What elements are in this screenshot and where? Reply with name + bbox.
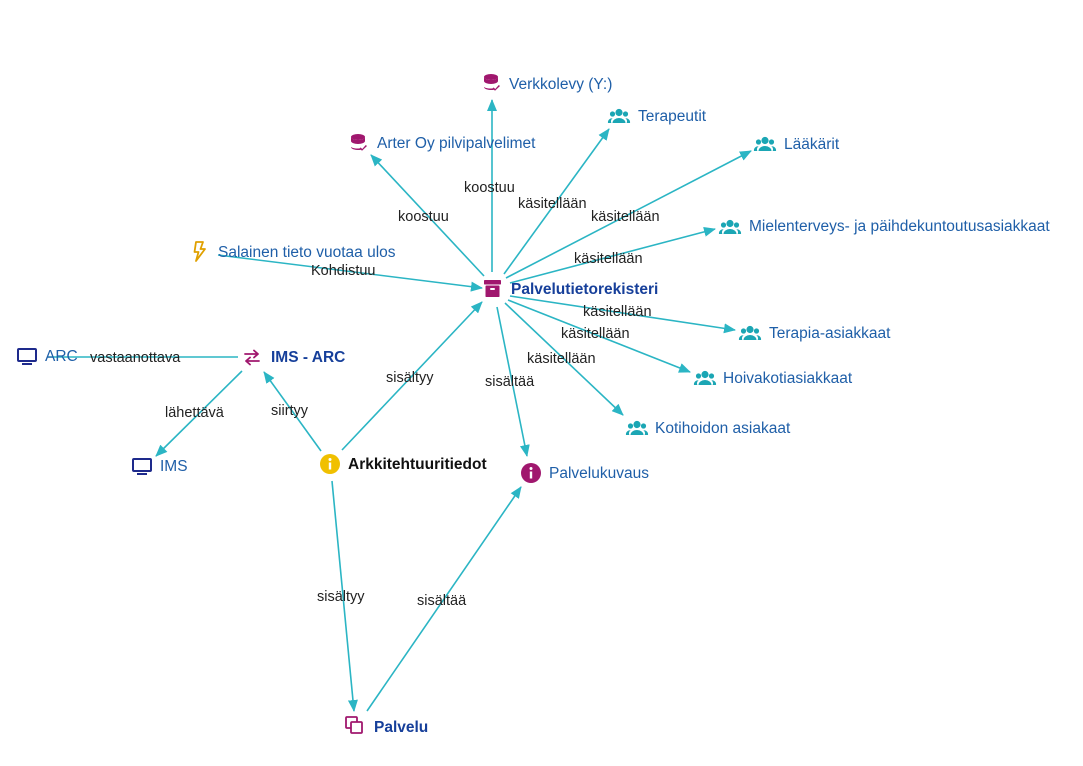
edge-imsarc-arc[interactable]: vastaanottava [47, 350, 238, 366]
database-icon [484, 74, 500, 91]
edge-label-sisaltyy: sisältyy [386, 370, 434, 386]
edge-label-siirtyy: siirtyy [271, 403, 309, 419]
node-label: Arkkitehtuuritiedot [348, 456, 487, 473]
node-terapeutit[interactable]: Terapeutit [607, 108, 707, 125]
edge-palvelutietorekisteri-arter[interactable]: koostuu [370, 154, 485, 277]
nodes-layer: Verkkolevy (Y:) Arter Oy pilvipalvelimet… [17, 74, 1050, 736]
edge-label-kohdistuu: Kohdistuu [311, 263, 376, 279]
node-label: ARC [45, 348, 78, 365]
lightning-icon [193, 241, 206, 262]
node-salainen[interactable]: Salainen tieto vuotaa ulos [193, 241, 396, 262]
node-terapia[interactable]: Terapia-asiakkaat [738, 325, 891, 342]
node-arc[interactable]: ARC [17, 348, 78, 365]
people-icon [753, 136, 777, 151]
node-label: Terapeutit [638, 108, 707, 125]
edge-label-sisaltaa: sisältää [417, 593, 467, 609]
node-label: Verkkolevy (Y:) [509, 76, 612, 93]
edge-arkkitehtuuritiedot-palvelu[interactable]: sisältyy [317, 480, 365, 712]
node-imsarc[interactable]: IMS - ARC [244, 349, 345, 366]
edges-layer: koostuu koostuu käsitellään käsitellään … [47, 99, 752, 712]
edge-label-sisaltaa: sisältää [485, 374, 535, 390]
edge-palvelutietorekisteri-terapeutit[interactable]: käsitellään [503, 128, 610, 275]
edge-palvelutietorekisteri-laakarit[interactable]: käsitellään [505, 150, 752, 279]
edge-label-vastaanottava: vastaanottava [90, 350, 181, 366]
edge-label-kasitellaan: käsitellään [591, 209, 660, 225]
edge-palvelutietorekisteri-kotihoito[interactable]: käsitellään [504, 302, 624, 416]
node-arter[interactable]: Arter Oy pilvipalvelimet [351, 134, 536, 152]
node-label: Palvelu [374, 719, 428, 736]
edge-label-kasitellaan: käsitellään [583, 304, 652, 320]
people-icon [625, 420, 649, 435]
edge-label-kasitellaan: käsitellään [518, 196, 587, 212]
node-label: Terapia-asiakkaat [769, 325, 891, 342]
edge-imsarc-ims[interactable]: lähettävä [155, 370, 243, 457]
node-label: Salainen tieto vuotaa ulos [218, 244, 396, 261]
archive-box-icon [484, 280, 501, 297]
node-arkkitehtuuritiedot[interactable]: Arkkitehtuuritiedot [320, 454, 487, 474]
edge-arkkitehtuuritiedot-palvelutietorekisteri[interactable]: sisältyy [341, 301, 483, 451]
node-hoivakoti[interactable]: Hoivakotiasiakkaat [693, 370, 853, 387]
edge-palvelutietorekisteri-mielenterveys[interactable]: käsitellään [509, 226, 716, 284]
database-icon [351, 134, 367, 151]
node-label: Kotihoidon asiakaat [655, 420, 791, 437]
edge-label-koostuu: koostuu [464, 180, 515, 196]
edge-label-kasitellaan: käsitellään [574, 251, 643, 267]
node-label: IMS - ARC [271, 349, 345, 366]
node-label: IMS [160, 458, 188, 475]
people-icon [738, 325, 762, 340]
node-palvelukuvaus[interactable]: Palvelukuvaus [521, 463, 649, 483]
edge-label-lahettava: lähettävä [165, 405, 225, 421]
node-kotihoito[interactable]: Kotihoidon asiakaat [625, 420, 791, 437]
exchange-arrows-icon [244, 349, 260, 366]
edge-arkkitehtuuritiedot-imsarc[interactable]: siirtyy [263, 371, 322, 452]
node-label: Arter Oy pilvipalvelimet [377, 135, 536, 152]
edge-palvelutietorekisteri-palvelukuvaus[interactable]: sisältää [485, 306, 535, 457]
copy-squares-icon [345, 716, 363, 734]
node-verkkolevy[interactable]: Verkkolevy (Y:) [484, 74, 612, 93]
monitor-icon [132, 458, 152, 475]
node-label: Palvelukuvaus [549, 465, 649, 482]
edge-palvelutietorekisteri-hoivakoti[interactable]: käsitellään [507, 299, 691, 373]
node-palvelutietorekisteri[interactable]: Palvelutietorekisteri [484, 280, 658, 298]
edge-palvelutietorekisteri-terapia[interactable]: käsitellään [509, 295, 736, 334]
node-label: Lääkärit [784, 136, 840, 153]
edge-label-koostuu: koostuu [398, 209, 449, 225]
edge-label-kasitellaan: käsitellään [527, 351, 596, 367]
node-laakarit[interactable]: Lääkärit [753, 136, 840, 153]
node-label: Palvelutietorekisteri [511, 281, 658, 298]
edge-palvelu-palvelukuvaus[interactable]: sisältää [366, 486, 522, 712]
node-palvelu[interactable]: Palvelu [345, 716, 428, 736]
edge-label-kasitellaan: käsitellään [561, 326, 630, 342]
people-icon [693, 370, 717, 385]
info-circle-icon [320, 454, 340, 474]
edge-label-sisaltyy: sisältyy [317, 589, 365, 605]
node-ims[interactable]: IMS [132, 458, 188, 475]
people-icon [607, 108, 631, 123]
edge-palvelutietorekisteri-verkkolevy[interactable]: koostuu [464, 99, 515, 272]
edge-salainen-palvelutietorekisteri[interactable]: Kohdistuu [217, 254, 483, 292]
info-circle-icon [521, 463, 541, 483]
node-label: Mielenterveys- ja päihdekuntoutusasiakka… [749, 218, 1050, 235]
people-icon [718, 219, 742, 234]
node-label: Hoivakotiasiakkaat [723, 370, 853, 387]
monitor-icon [17, 348, 37, 365]
node-mielenterveys[interactable]: Mielenterveys- ja päihdekuntoutusasiakka… [718, 218, 1050, 235]
